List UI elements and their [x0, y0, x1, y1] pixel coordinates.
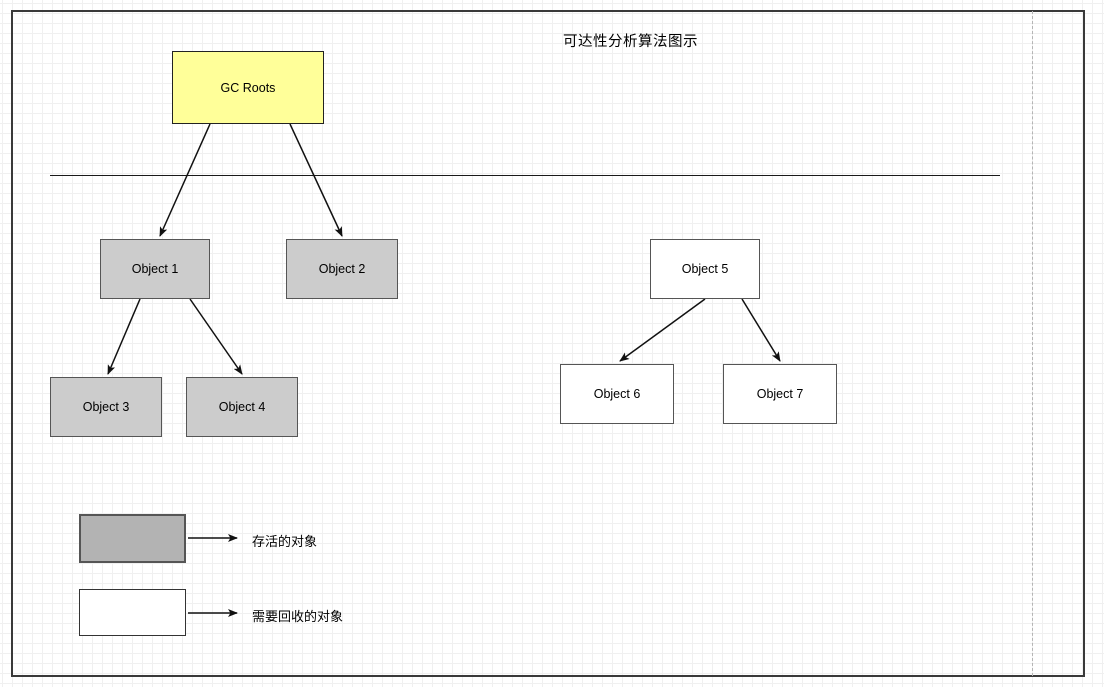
- diagram-title: 可达性分析算法图示: [563, 34, 698, 50]
- node-label: Object 5: [681, 262, 729, 276]
- node-label: Object 1: [131, 262, 179, 276]
- node-object-5[interactable]: Object 5: [650, 239, 760, 299]
- node-label: GC Roots: [220, 80, 276, 95]
- page-frame: [11, 10, 1085, 677]
- node-label: Object 6: [593, 387, 641, 401]
- node-label: Object 7: [756, 387, 804, 401]
- legend-alive-swatch: [79, 514, 186, 563]
- node-object-3[interactable]: Object 3: [50, 377, 162, 437]
- node-object-6[interactable]: Object 6: [560, 364, 674, 424]
- legend-garbage-label: 需要回收的对象: [252, 609, 344, 624]
- node-object-7[interactable]: Object 7: [723, 364, 837, 424]
- node-label: Object 3: [82, 400, 130, 414]
- node-gc-roots[interactable]: GC Roots: [172, 51, 324, 124]
- legend-garbage-swatch: [79, 589, 186, 636]
- node-object-2[interactable]: Object 2: [286, 239, 398, 299]
- legend-alive-label: 存活的对象: [252, 534, 318, 549]
- node-label: Object 2: [318, 262, 366, 276]
- node-label: Object 4: [218, 400, 266, 414]
- node-object-1[interactable]: Object 1: [100, 239, 210, 299]
- node-object-4[interactable]: Object 4: [186, 377, 298, 437]
- page-break-guide: [1032, 11, 1033, 676]
- gc-roots-boundary-line: [50, 175, 1000, 176]
